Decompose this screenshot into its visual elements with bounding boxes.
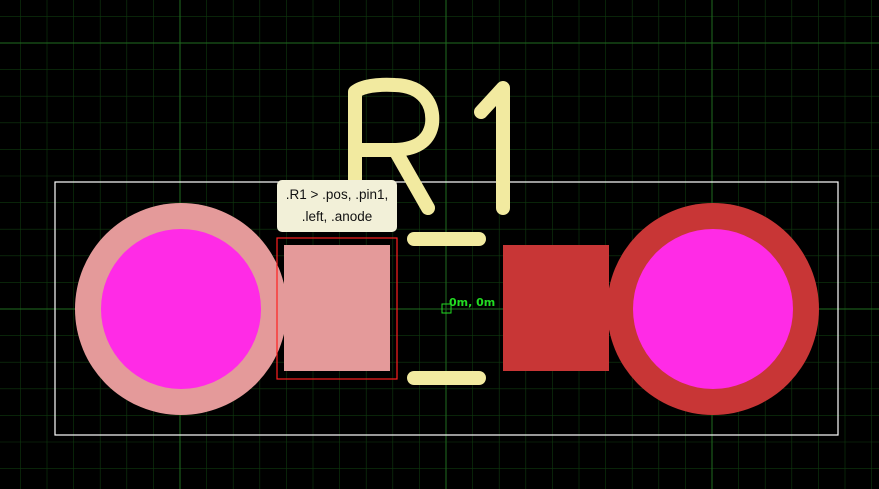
tooltip-line-1: .R1 > .pos, .pin1,	[285, 187, 389, 202]
silkscreen-designator-r1	[348, 77, 510, 215]
left-through-hole-pad-drill	[101, 229, 261, 389]
tooltip-line-2: .left, .anode	[301, 209, 373, 224]
right-smd-pad[interactable]	[503, 245, 609, 371]
pad-info-tooltip: .R1 > .pos, .pin1, .left, .anode	[277, 180, 397, 232]
origin-coordinate-label: 0m, 0m	[449, 296, 496, 309]
origin-marker	[441, 303, 452, 314]
hovered-pad-selection-outline	[276, 237, 398, 380]
left-smd-pad[interactable]	[284, 245, 390, 371]
component-courtyard-outline	[54, 181, 839, 436]
right-through-hole-pad-drill	[633, 229, 793, 389]
